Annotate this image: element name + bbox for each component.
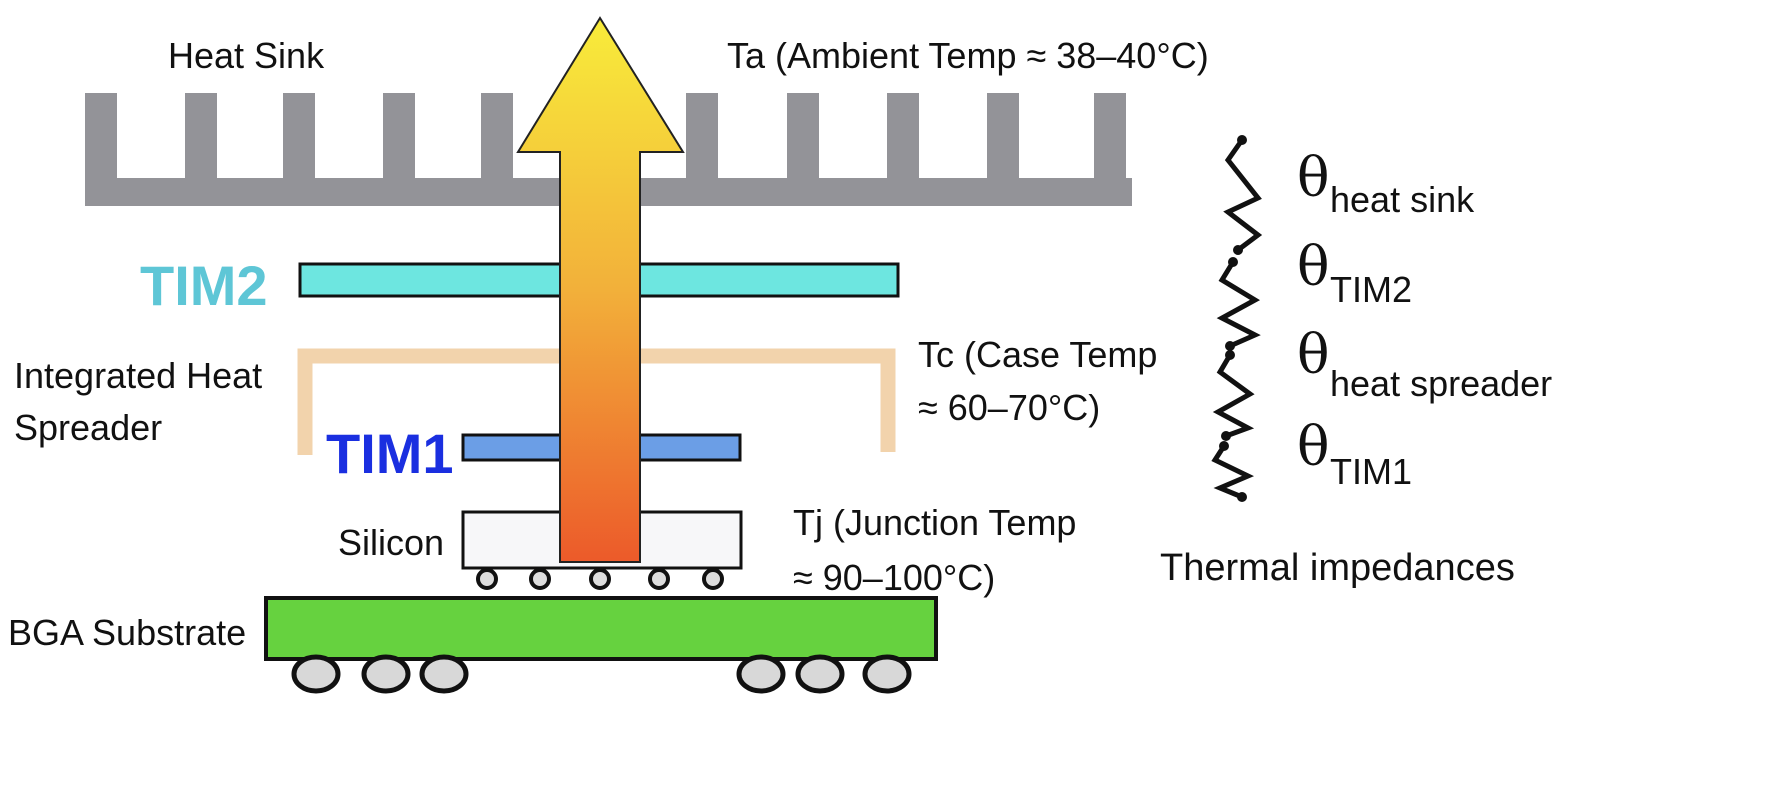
junction-temp-line2: ≈ 90–100°C) [793, 557, 995, 598]
substrate-label: BGA Substrate [8, 612, 246, 653]
heat-sink-label: Heat Sink [168, 35, 325, 76]
impedance-subscript: heat spreader [1330, 363, 1552, 404]
impedance-tim2: θ TIM2 [1297, 235, 1412, 310]
thermal-resistor-chain [1211, 138, 1263, 500]
tim2-label: TIM2 [140, 254, 268, 317]
heat-flow-arrow [516, 16, 685, 563]
silicon-label: Silicon [338, 522, 444, 563]
tim1-label: TIM1 [326, 422, 454, 485]
bga-substrate [264, 596, 938, 661]
theta-symbol: θ [1297, 323, 1330, 386]
impedance-subscript: TIM2 [1330, 269, 1412, 310]
resistor-nodes [1219, 135, 1247, 502]
impedance-heat-sink: θ heat sink [1297, 146, 1475, 220]
impedance-subscript: heat sink [1330, 179, 1475, 220]
die-bumps [476, 568, 724, 590]
theta-symbol: θ [1297, 146, 1330, 209]
case-temp-line2: ≈ 60–70°C) [918, 387, 1100, 428]
ihs-label-line2: Spreader [14, 407, 162, 448]
impedance-tim1: θ TIM1 [1297, 415, 1412, 492]
theta-symbol: θ [1297, 235, 1330, 298]
junction-temp-line1: Tj (Junction Temp [793, 502, 1076, 543]
bga-balls [291, 654, 912, 694]
impedance-heat-spreader: θ heat spreader [1297, 323, 1552, 404]
impedance-subscript: TIM1 [1330, 451, 1412, 492]
ambient-temp-label: Ta (Ambient Temp ≈ 38–40°C) [727, 35, 1209, 76]
impedances-title: Thermal impedances [1160, 547, 1515, 589]
ihs-label-line1: Integrated Heat [14, 355, 262, 396]
theta-symbol: θ [1297, 415, 1330, 478]
case-temp-line1: Tc (Case Temp [918, 334, 1157, 375]
